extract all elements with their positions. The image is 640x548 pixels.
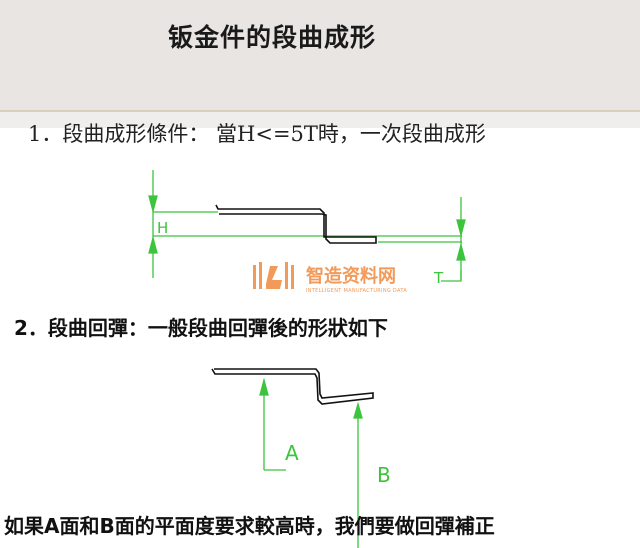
label-t: T [433, 269, 444, 287]
label-b: B [377, 463, 391, 487]
footer-text: 如果A面和B面的平面度要求較高時，我們要做回彈補正 [4, 514, 495, 538]
diagram-1 [148, 170, 466, 282]
header [0, 0, 640, 112]
diagram-2 [259, 377, 363, 548]
watermark-subtitle: INTELLIGENT MANUFACTURING DATA [306, 288, 408, 294]
label-a: A [285, 441, 299, 465]
arrow-up-icon [259, 377, 269, 396]
section-1-text: 1．段曲成形條件： 當H<=5T時，一次段曲成形 [28, 122, 486, 146]
arrow-up-icon [456, 242, 466, 261]
section-2-text: 2．段曲回彈：一般段曲回彈後的形狀如下 [14, 316, 388, 340]
watermark-name: 智造资料网 [306, 266, 396, 287]
sheet-profile-2 [211, 368, 374, 405]
sheet-profile-1 [215, 204, 377, 244]
label-h: H [157, 219, 168, 237]
arrow-up-icon [353, 401, 363, 419]
watermark-logo-icon [253, 262, 294, 289]
page-title: 钣金件的段曲成形 [168, 23, 377, 52]
header-band [0, 112, 640, 128]
arrow-up-icon [148, 235, 158, 254]
watermark: 智造资料网 INTELLIGENT MANUFACTURING DATA [306, 262, 407, 294]
arrow-down-icon [148, 195, 158, 214]
arrow-down-icon [456, 219, 466, 238]
